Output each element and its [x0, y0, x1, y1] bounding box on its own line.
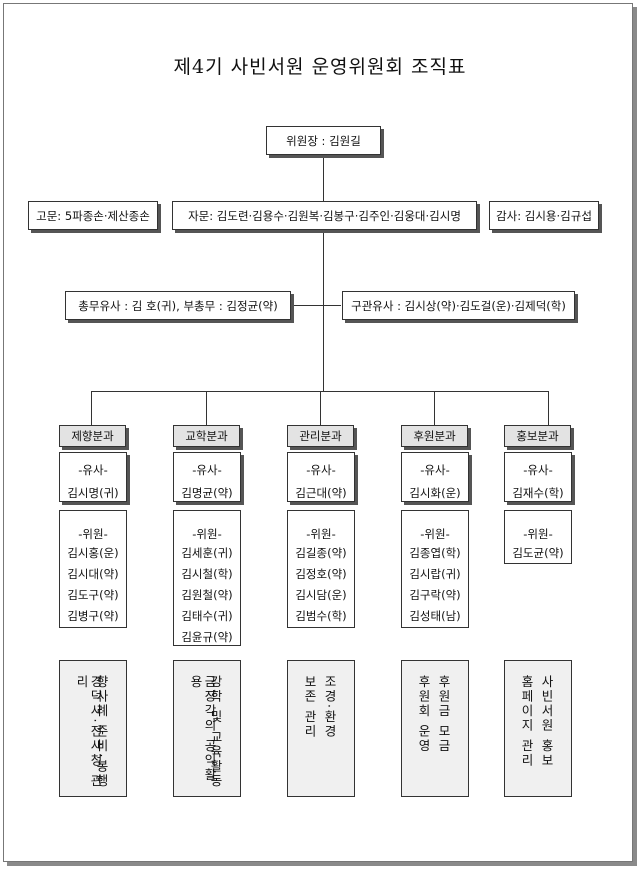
duty-text: 보존 관리 — [302, 675, 317, 739]
general-affairs-box: 총무유사 : 김 호(귀), 부총무 : 김정균(약) — [65, 291, 291, 320]
member-name: 김시홍(운) — [67, 546, 119, 560]
duty-text: 조경·환경 — [322, 675, 337, 739]
connector-div-5 — [548, 391, 549, 425]
member-name: 김시대(약) — [67, 567, 119, 581]
member-label: -위원- — [523, 527, 553, 541]
connector-trunk — [323, 157, 324, 392]
member-name: 김세훈(귀) — [181, 546, 233, 560]
connector-div-3 — [320, 391, 321, 425]
advisor-box: 고문: 5파종손·제산종손 — [28, 201, 158, 230]
connector-div-4 — [434, 391, 435, 425]
member-box: -위원- 김길종(약) 김정호(약) 김시담(운) 김범수(학) — [287, 510, 355, 628]
member-label: -위원- — [306, 527, 336, 541]
duty-box: 후원금 모금 후원회 운영 — [401, 660, 469, 797]
advisory-box: 자문: 김도련·김용수·김원복·김봉구·김주인·김웅대·김시명 — [172, 201, 477, 230]
division-header: 제향분과 — [59, 425, 126, 447]
duty-box: 조경·환경 보존 관리 — [287, 660, 355, 797]
auditor-box: 감사: 김시용·김규섭 — [489, 201, 599, 230]
duty-box: 강학 및 교육활동 금장각의 공익활용 — [173, 660, 241, 797]
division-header: 홍보분과 — [504, 425, 571, 447]
yusa-name: 김시명(귀) — [67, 486, 119, 500]
yusa-name: 김근대(약) — [295, 486, 347, 500]
duty-box: 향사례 준비·봉행 경덕사·전사청 관리 — [59, 660, 127, 797]
member-box: -위원- 김세훈(귀) 김시철(학) 김원철(약) 김태수(귀) 김윤규(약) — [173, 510, 241, 646]
duty-text: 금장각의 공익활용 — [188, 675, 217, 783]
member-label: -위원- — [78, 527, 108, 541]
yusa-box: -유사- 김시화(운) — [401, 452, 469, 502]
duty-text: 후원회 운영 — [416, 675, 431, 754]
yusa-label: -유사- — [78, 463, 108, 477]
connector-div-2 — [206, 391, 207, 425]
member-name: 김윤규(약) — [181, 630, 233, 644]
yusa-box: -유사- 김근대(약) — [287, 452, 355, 502]
member-name: 김정호(약) — [295, 567, 347, 581]
member-name: 김시담(운) — [295, 588, 347, 602]
member-name: 김구락(약) — [409, 588, 461, 602]
duty-box: 사빈서원 홍보 홈페이지 관리 — [504, 660, 572, 797]
member-box: -위원- 김도균(약) — [504, 510, 572, 564]
member-box: -위원- 김시홍(운) 김시대(약) 김도구(약) 김병구(약) — [59, 510, 127, 628]
yusa-label: -유사- — [420, 463, 450, 477]
yusa-name: 김시화(운) — [409, 486, 461, 500]
member-name: 김원철(약) — [181, 588, 233, 602]
member-label: -위원- — [420, 527, 450, 541]
division-header: 관리분과 — [287, 425, 354, 447]
connector-right-staff — [323, 305, 341, 306]
chairman-box: 위원장 : 김원길 — [266, 126, 381, 155]
yusa-name: 김명균(약) — [181, 486, 233, 500]
member-name: 김종엽(학) — [409, 546, 461, 560]
member-name: 김성태(남) — [409, 609, 461, 623]
yusa-box: -유사- 김재수(학) — [504, 452, 572, 502]
member-name: 김시철(학) — [181, 567, 233, 581]
member-name: 김길종(약) — [295, 546, 347, 560]
division-header: 교학분과 — [173, 425, 240, 447]
chart-title: 제4기 사빈서원 운영위원회 조직표 — [173, 56, 467, 78]
yusa-box: -유사- 김시명(귀) — [59, 452, 127, 502]
connector-left-staff — [292, 305, 323, 306]
division-header: 후원분과 — [401, 425, 468, 447]
member-name: 김병구(약) — [67, 609, 119, 623]
yusa-box: -유사- 김명균(약) — [173, 452, 241, 502]
member-name: 김시랍(귀) — [409, 567, 461, 581]
member-name: 김태수(귀) — [181, 609, 233, 623]
duty-text: 강학 및 교육활동 — [208, 675, 223, 789]
duty-text: 향사례 준비·봉행 — [94, 675, 109, 789]
member-label: -위원- — [192, 527, 222, 541]
accounting-box: 구관유사 : 김시상(약)·김도걸(운)·김제덕(학) — [342, 291, 575, 320]
duty-text: 홈페이지 관리 — [519, 675, 534, 768]
connector-div-1 — [91, 391, 92, 425]
yusa-label: -유사- — [306, 463, 336, 477]
member-name: 김도균(약) — [512, 546, 564, 560]
duty-text: 사빈서원 홍보 — [539, 675, 554, 768]
yusa-label: -유사- — [523, 463, 553, 477]
yusa-name: 김재수(학) — [512, 486, 564, 500]
duty-text: 후원금 모금 — [436, 675, 451, 754]
yusa-label: -유사- — [192, 463, 222, 477]
member-name: 김범수(학) — [295, 609, 347, 623]
member-name: 김도구(약) — [67, 588, 119, 602]
duty-text: 경덕사·전사청 관리 — [74, 675, 103, 789]
member-box: -위원- 김종엽(학) 김시랍(귀) 김구락(약) 김성태(남) — [401, 510, 469, 628]
